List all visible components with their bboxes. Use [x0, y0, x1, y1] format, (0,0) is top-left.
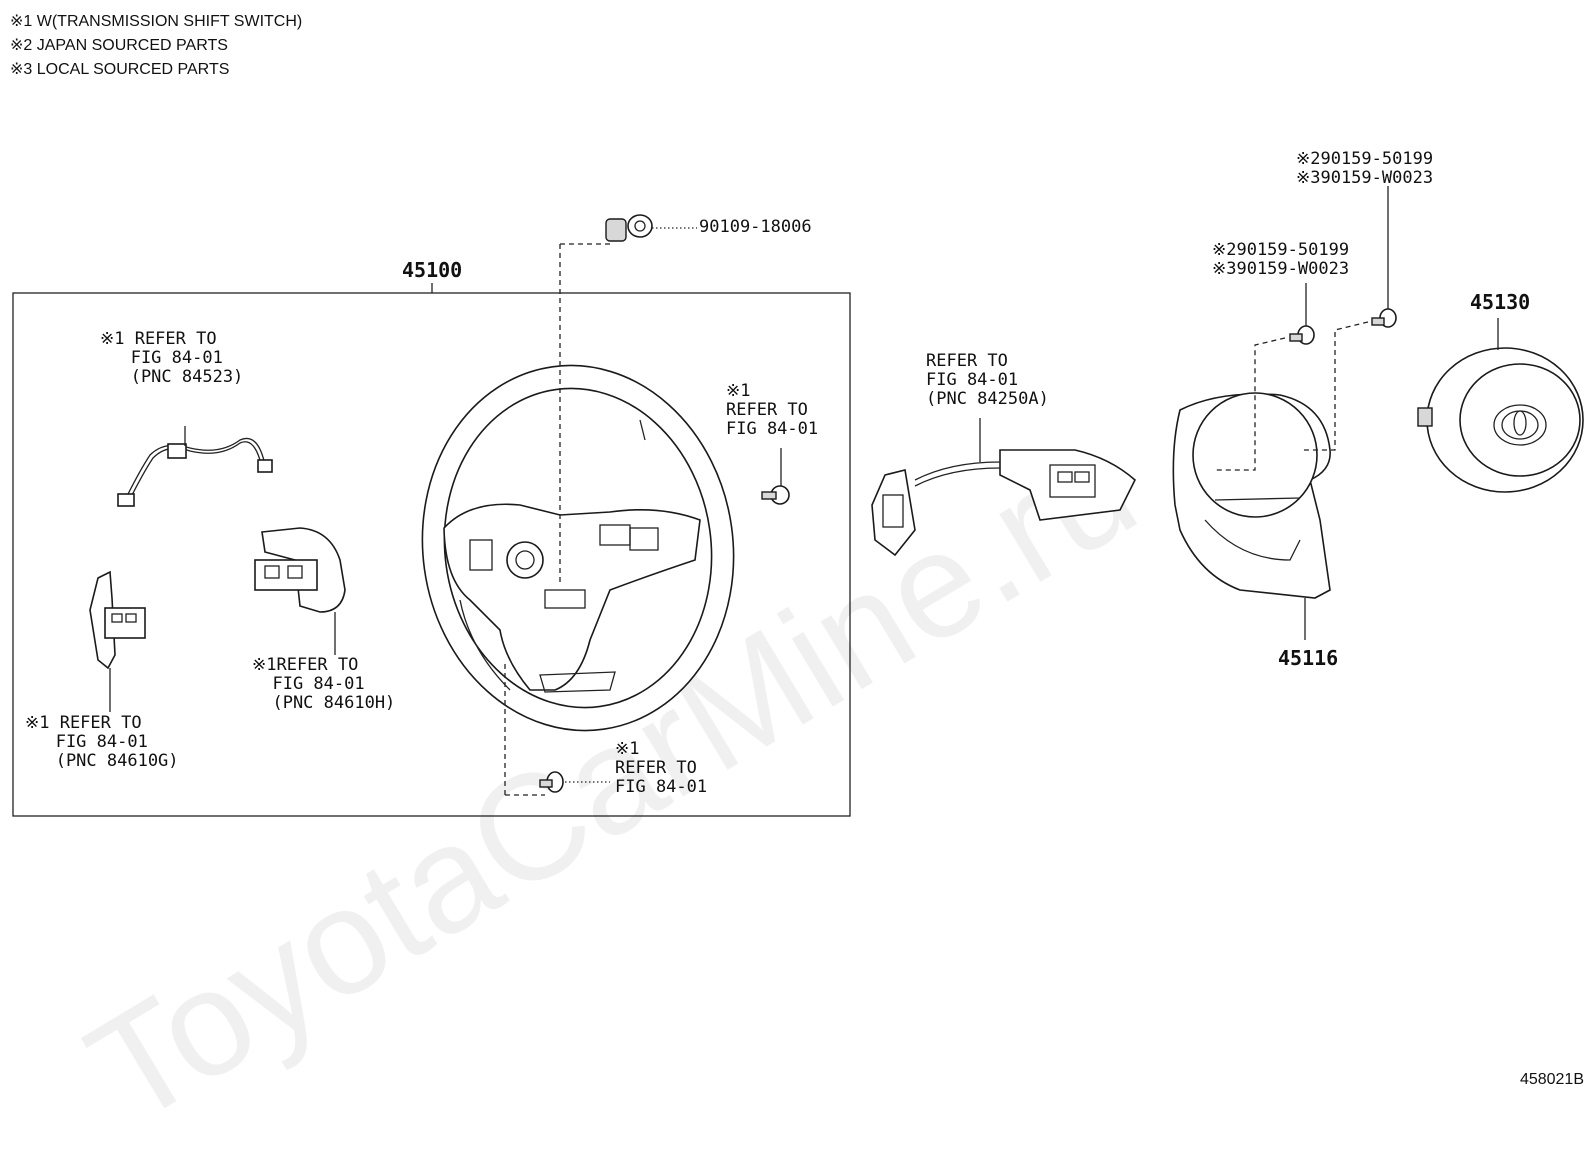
- callout-pnc-84610h: ※1REFER TO FIG 84-01 (PNC 84610H): [252, 655, 396, 713]
- airbag-45130: [1417, 347, 1584, 493]
- note-2: ※2 JAPAN SOURCED PARTS: [10, 37, 228, 54]
- leader-bolt-right-dash: [1300, 321, 1369, 451]
- diagram-code: 458021B: [1519, 1071, 1584, 1088]
- part-number-45116[interactable]: 45116: [1278, 646, 1339, 670]
- screw-right-wheel: [761, 485, 790, 505]
- wire-harness-84523: [117, 437, 273, 507]
- note-1: ※1 W(TRANSMISSION SHIFT SWITCH): [10, 13, 303, 30]
- callout-pnc-84610g: ※1 REFER TO FIG 84-01 (PNC 84610G): [25, 713, 179, 771]
- paddle-switch-84610g: [89, 570, 146, 670]
- callout-screw-bottom: ※1 REFER TO FIG 84-01: [615, 739, 708, 797]
- steering-pad-switch-84250a: [871, 449, 1136, 557]
- callout-pnc-84523: ※1 REFER TO FIG 84-01 (PNC 84523): [100, 329, 244, 387]
- bolt-right: [1371, 308, 1397, 328]
- nut-90109: [605, 214, 653, 242]
- note-3: ※3 LOCAL SOURCED PARTS: [10, 61, 230, 78]
- part-number-45130[interactable]: 45130: [1470, 290, 1531, 314]
- callout-screw-right: ※1 REFER TO FIG 84-01: [726, 381, 819, 439]
- callout-pnc-84250a: REFER TO FIG 84-01 (PNC 84250A): [926, 351, 1049, 409]
- exploded-parts-diagram: [12, 186, 1584, 817]
- part-number-90109[interactable]: 90109-18006: [699, 217, 812, 237]
- legend-notes: ※1 W(TRANSMISSION SHIFT SWITCH) ※2 JAPAN…: [10, 10, 302, 82]
- steering-wheel-drawing: [421, 364, 735, 732]
- leader-bolt-left-dash: [1215, 337, 1286, 471]
- callout-bolt-left: ※290159-50199 ※390159-W0023: [1212, 240, 1350, 279]
- callout-bolt-right: ※290159-50199 ※390159-W0023: [1296, 149, 1434, 188]
- lower-cover-45116: [1172, 392, 1331, 599]
- paddle-switch-84610h: [254, 527, 346, 613]
- part-number-45100[interactable]: 45100: [402, 258, 463, 282]
- bolt-left: [1289, 325, 1315, 345]
- screw-bottom-wheel: [539, 771, 564, 793]
